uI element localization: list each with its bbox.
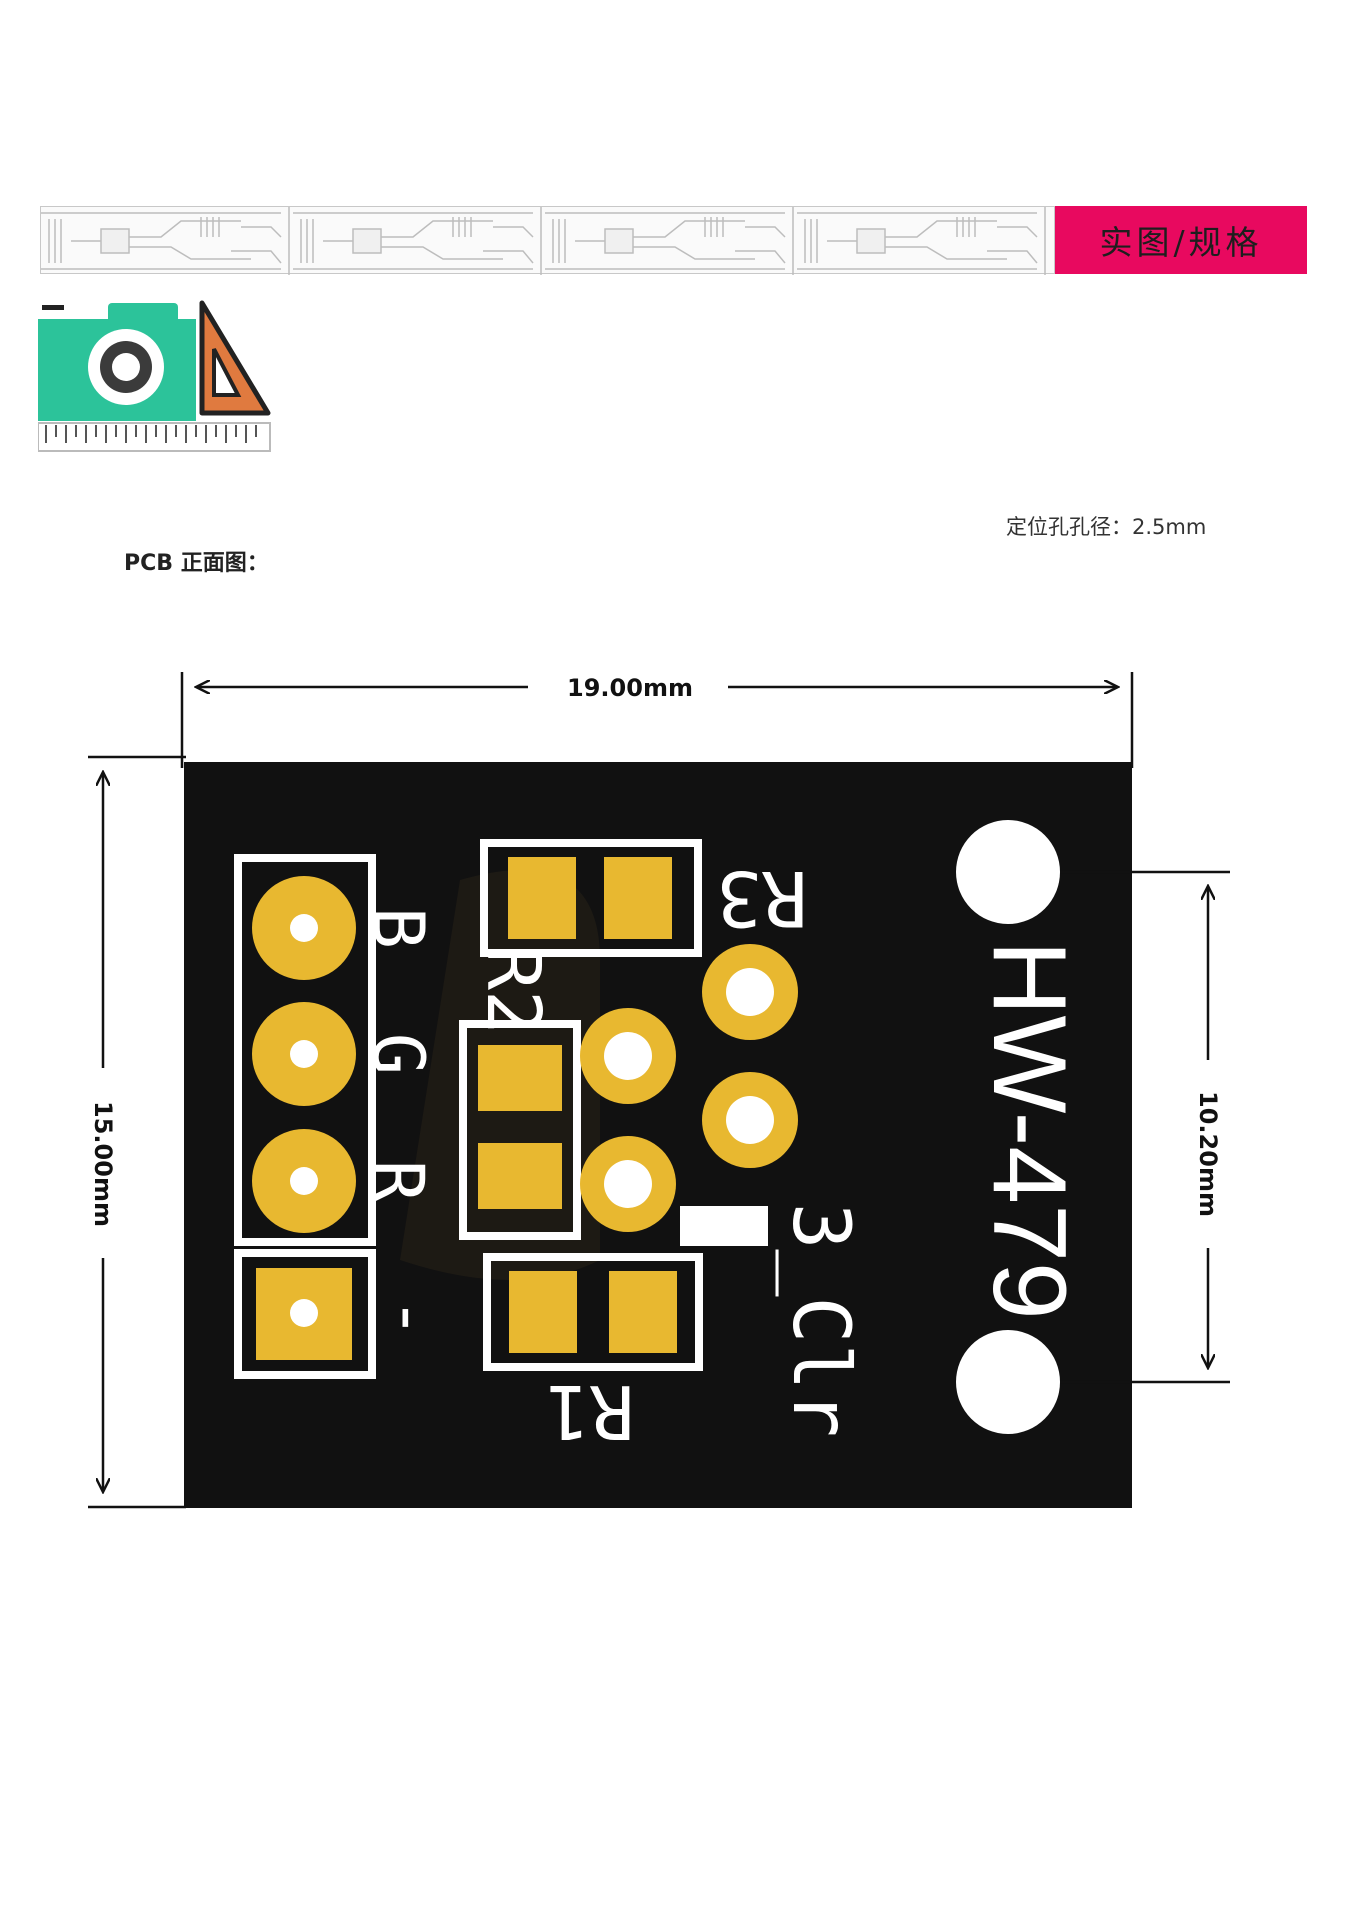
- height-dimension: 15.00mm: [88, 755, 186, 1509]
- hole-spacing-dimension: 10.20mm: [1060, 870, 1230, 1384]
- page-title: 实图/规格: [1055, 206, 1307, 274]
- mounting-hole: [956, 1330, 1060, 1434]
- header-banner: 实图/规格: [40, 206, 1307, 276]
- camera-ruler-icon: [37, 297, 274, 453]
- height-label: 15.00mm: [89, 1101, 117, 1227]
- r2-label: R2: [470, 945, 556, 1034]
- circuit-pattern: [40, 206, 1055, 276]
- pin-label-g: G: [357, 1033, 439, 1075]
- hole-spacing-label: 10.20mm: [1194, 1091, 1222, 1217]
- r1-label: R1: [545, 1368, 634, 1454]
- part-label: 3_Clr: [775, 1203, 865, 1438]
- pin-label-r: R: [357, 1160, 439, 1203]
- model-label: HW-479: [971, 940, 1087, 1320]
- mounting-hole-note: 定位孔孔径：2.5mm: [1006, 515, 1207, 539]
- r3-label: R3: [716, 854, 808, 943]
- width-label: 19.00mm: [567, 674, 693, 702]
- header-pad: [252, 876, 356, 1360]
- pin-label-minus: -: [369, 1297, 451, 1339]
- led-pad: [580, 944, 798, 1232]
- pin-label-b: B: [357, 907, 439, 949]
- width-dimension: 19.00mm: [180, 672, 1134, 768]
- section-label: PCB 正面图：: [124, 551, 269, 576]
- pcb-board: B G R - R3 R2 R1 3_Clr HW-479: [184, 762, 1132, 1508]
- mounting-hole: [956, 820, 1060, 924]
